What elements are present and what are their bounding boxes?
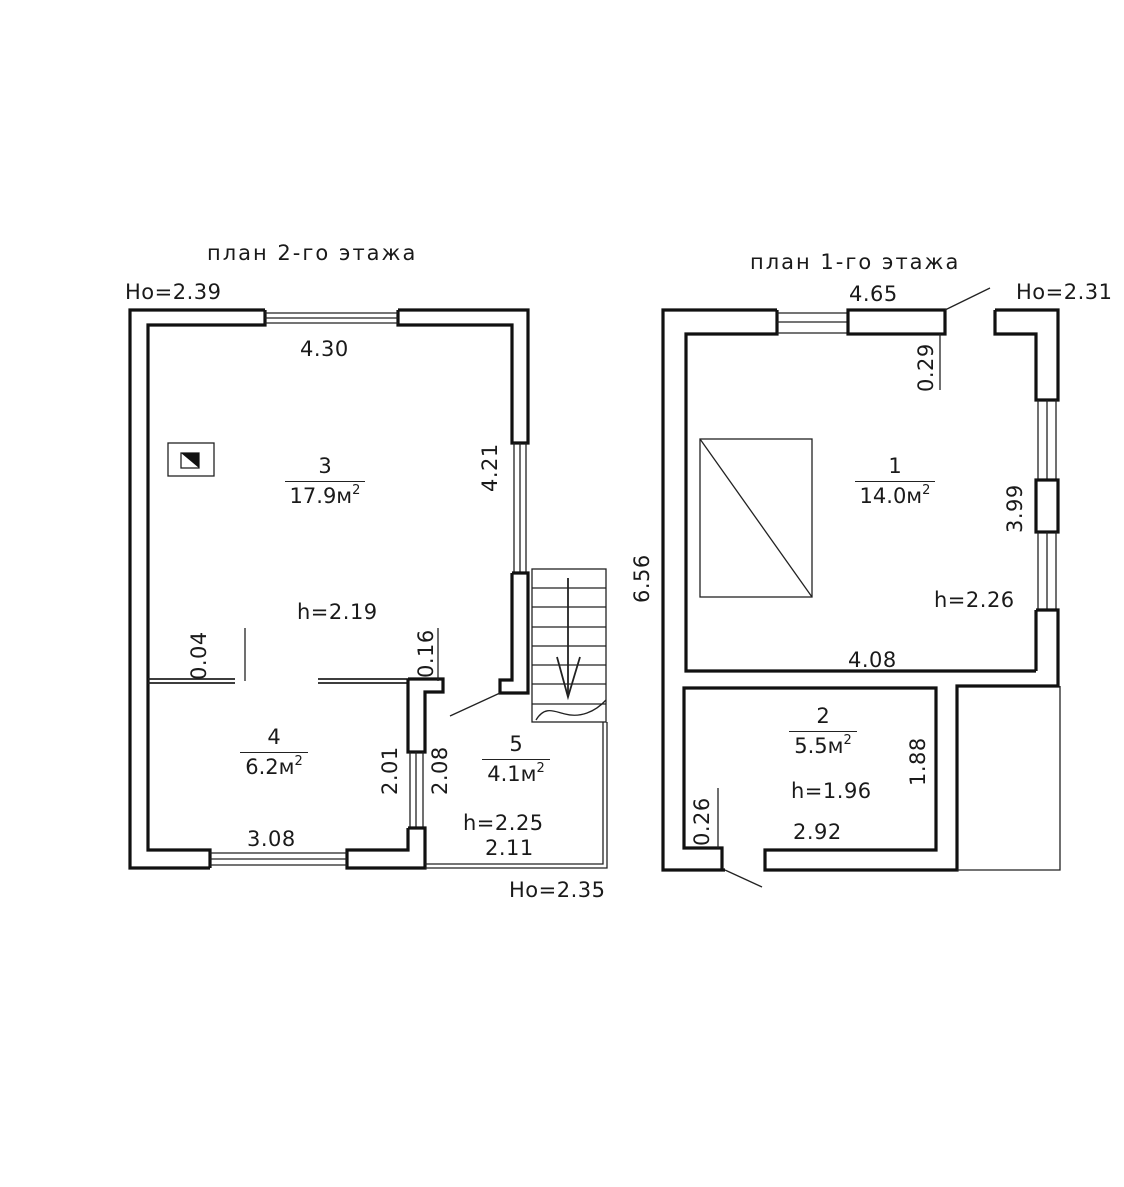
- floor2-dim-room5-width: 2.11: [485, 836, 534, 860]
- room-2-label: 2 5.5м2: [789, 706, 857, 757]
- room-5-number: 5: [509, 732, 523, 756]
- room-4-label: 4 6.2м2: [240, 727, 308, 778]
- floor1-ho-top: Hо=2.31: [1016, 280, 1113, 304]
- room-2-area: 5.5м: [794, 734, 844, 758]
- stove-icon: [699, 438, 813, 598]
- floor2-walls: [128, 308, 608, 870]
- room-3-height: h=2.19: [297, 600, 378, 624]
- floor2-ho-top: Hо=2.39: [125, 280, 222, 304]
- room-4-area: 6.2м: [245, 755, 295, 779]
- floor1-dim-room2-height: 1.88: [906, 737, 930, 786]
- room-4-number: 4: [267, 725, 281, 749]
- room-1-number: 1: [888, 454, 902, 478]
- room-1-height: h=2.26: [934, 588, 1015, 612]
- room-1-label: 1 14.0м2: [855, 456, 935, 507]
- floor1-dim-door-offset: 0.29: [914, 343, 938, 392]
- room-2-height: h=1.96: [791, 779, 872, 803]
- room-2-number: 2: [816, 704, 830, 728]
- floor2-dim-partition-right: 0.16: [414, 629, 438, 678]
- floor1-walls: [661, 287, 1061, 888]
- floor2-dim-room5-height: 2.08: [428, 746, 452, 795]
- floor1-dim-left-overall: 6.56: [630, 554, 654, 603]
- room-5-area: 4.1м: [487, 762, 537, 786]
- floor2-dim-right-window: 4.21: [478, 443, 502, 492]
- floor2-ho-bottom: Hо=2.35: [509, 878, 606, 902]
- room-5-height: h=2.25: [463, 811, 544, 835]
- chimney-icon: [167, 442, 215, 477]
- room-3-number: 3: [318, 454, 332, 478]
- room-3-area: 17.9м: [289, 484, 353, 508]
- room-1-area: 14.0м: [859, 484, 923, 508]
- floor1-title: план 1-го этажа: [750, 250, 961, 274]
- floor1-dim-room1-width: 4.08: [848, 648, 897, 672]
- floor2-title: план 2-го этажа: [207, 241, 418, 265]
- stair-icon: [531, 568, 607, 723]
- floor1-dim-top-width: 4.65: [849, 282, 898, 306]
- floor2-dim-room4-width: 3.08: [247, 827, 296, 851]
- floor1-dim-room2-width: 2.92: [793, 820, 842, 844]
- floor2-dim-partition-left: 0.04: [187, 631, 211, 680]
- floor2-dim-room4-height: 2.01: [378, 746, 402, 795]
- floor1-dim-right-height: 3.99: [1003, 484, 1027, 533]
- room-5-label: 5 4.1м2: [482, 734, 550, 785]
- floor1-dim-room2-door-offset: 0.26: [690, 797, 714, 846]
- floor2-dim-top-width: 4.30: [300, 337, 349, 361]
- room-3-label: 3 17.9м2: [285, 456, 365, 507]
